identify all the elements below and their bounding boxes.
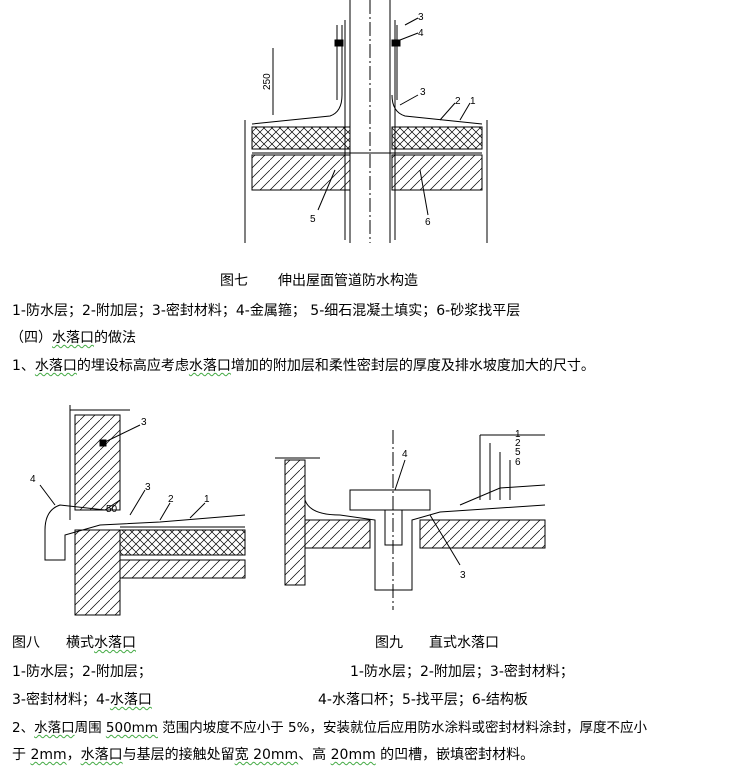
figure-9-caption: 图九直式水落口 bbox=[375, 635, 499, 651]
figure-7-caption: 图七伸出屋面管道防水构造 bbox=[220, 273, 418, 289]
paragraph-2-line-2: 于 2mm，水落口与基层的接触处留宽 20mm、高 20mm 的凹槽，嵌填密封材… bbox=[12, 747, 535, 763]
svg-text:6: 6 bbox=[425, 217, 431, 228]
figure-8-drawing bbox=[39, 405, 246, 616]
figure-8-legend-1: 1-防水层；2-附加层； bbox=[12, 664, 152, 680]
figure-9-legend-1: 1-防水层；2-附加层；3-密封材料； bbox=[350, 664, 574, 680]
svg-text:1: 1 bbox=[470, 96, 476, 107]
figure-9-drawing bbox=[275, 430, 546, 610]
paragraph-2-line-1: 2、水落口周围 500mm 范围内坡度不应小于 5%，安装就位后应用防水涂料或密… bbox=[12, 720, 647, 736]
figure-9-legend-2: 4-水落口杯；5-找平层；6-结构板 bbox=[318, 692, 528, 708]
section-heading: （四）水落口的做法 bbox=[10, 330, 136, 346]
svg-text:1: 1 bbox=[515, 429, 521, 440]
svg-text:3: 3 bbox=[460, 570, 466, 581]
svg-text:50: 50 bbox=[106, 504, 118, 515]
figure-8-legend-2: 3-密封材料；4-水落口 bbox=[12, 692, 152, 708]
svg-text:3: 3 bbox=[141, 417, 147, 428]
svg-text:1: 1 bbox=[204, 494, 210, 505]
svg-text:4: 4 bbox=[402, 449, 408, 460]
figure-7-labels: 3 4 250 3 2 1 5 6 bbox=[262, 12, 476, 228]
svg-text:5: 5 bbox=[310, 214, 316, 225]
svg-text:3: 3 bbox=[145, 482, 151, 493]
svg-text:4: 4 bbox=[418, 28, 424, 39]
figure-7-drawing bbox=[244, 0, 488, 243]
svg-text:3: 3 bbox=[420, 87, 426, 98]
figure-8-labels: 3 4 3 2 1 50 bbox=[30, 417, 210, 515]
paragraph-1: 1、水落口的埋设标高应考虑水落口增加的附加层和柔性密封层的厚度及排水坡度加大的尺… bbox=[12, 358, 595, 374]
svg-text:6: 6 bbox=[515, 457, 521, 468]
svg-text:2: 2 bbox=[168, 494, 174, 505]
svg-text:2: 2 bbox=[515, 438, 521, 449]
svg-text:4: 4 bbox=[30, 474, 36, 485]
figure-9-labels: 12 56 4 3 bbox=[402, 429, 521, 581]
svg-text:3: 3 bbox=[418, 12, 424, 23]
svg-text:2: 2 bbox=[455, 96, 461, 107]
figure-7-legend: 1-防水层；2-附加层；3-密封材料；4-金属箍； 5-细石混凝土填实；6-砂浆… bbox=[12, 303, 521, 319]
figure-8-caption: 图八横式水落口 bbox=[12, 635, 136, 651]
svg-text:5: 5 bbox=[515, 447, 521, 458]
svg-text:250: 250 bbox=[262, 73, 273, 90]
